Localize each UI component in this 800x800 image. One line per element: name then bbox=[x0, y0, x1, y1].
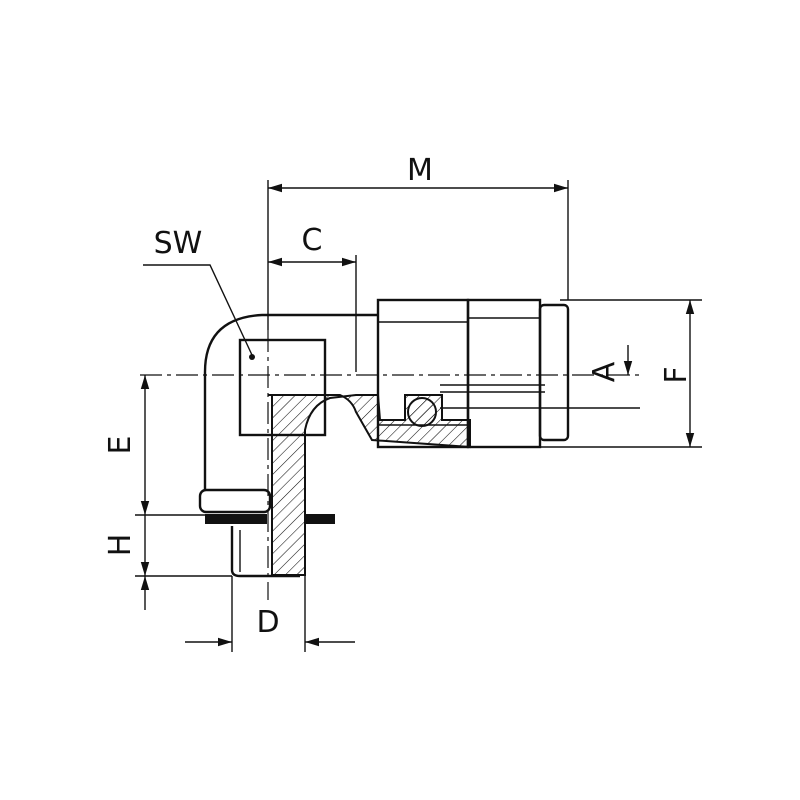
dimension-SW: SW bbox=[143, 226, 253, 356]
label-A: A bbox=[587, 361, 622, 382]
label-E: E bbox=[103, 436, 138, 455]
dimension-D: D bbox=[185, 576, 355, 652]
label-F: F bbox=[659, 366, 694, 383]
dimension-C: C bbox=[268, 223, 357, 372]
fitting-body bbox=[198, 298, 570, 578]
label-SW: SW bbox=[154, 226, 203, 261]
label-D: D bbox=[256, 605, 279, 640]
dimension-F: F bbox=[540, 299, 702, 448]
label-C: C bbox=[302, 223, 323, 258]
dimension-M: M bbox=[267, 153, 569, 330]
label-H: H bbox=[103, 534, 138, 557]
dimension-H: H bbox=[103, 515, 232, 610]
dimension-A: A bbox=[440, 345, 640, 409]
dimension-E: E bbox=[103, 375, 232, 516]
label-M: M bbox=[407, 153, 433, 188]
